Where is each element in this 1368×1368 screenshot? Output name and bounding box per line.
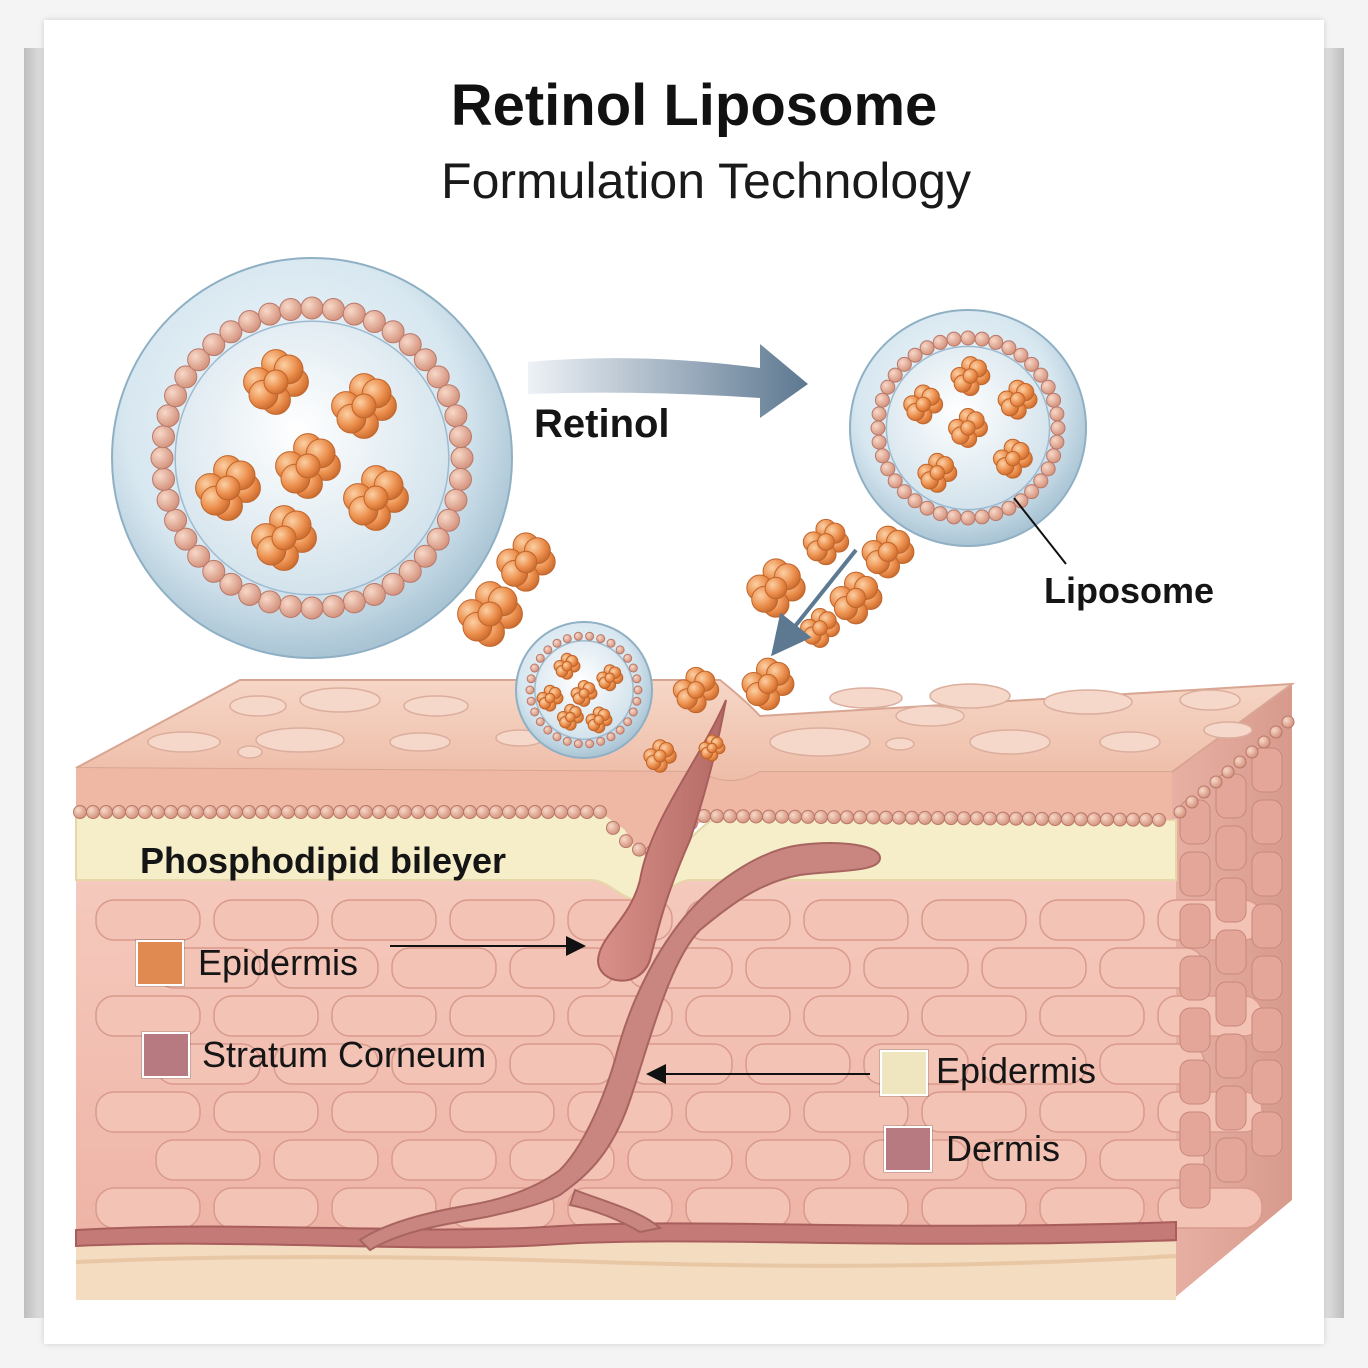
retinol-cluster [917, 452, 958, 493]
retinol-cluster [672, 666, 720, 714]
skin-block [73, 679, 1296, 1300]
liposome-label: Liposome [1044, 570, 1215, 611]
retinol-cluster [746, 558, 806, 618]
liposome-right [849, 309, 1087, 547]
retinol-cluster [992, 438, 1033, 479]
retinol-cluster [570, 679, 598, 707]
retinol-cluster [195, 455, 261, 521]
liposome-leader-line [1013, 497, 1067, 565]
blood-vessel-branch [358, 842, 882, 1252]
legend-swatch-dermis [884, 1126, 932, 1172]
liposome-small [515, 621, 653, 759]
legend-label-epidermis: Epidermis [198, 942, 359, 983]
retinol-cluster [457, 581, 523, 647]
page-shadow-left [24, 48, 46, 1318]
legend-swatch-stratum-corneum [142, 1032, 190, 1078]
retinol-cluster [496, 532, 556, 592]
liposome-large [111, 257, 513, 659]
blood-vessel [75, 1220, 1177, 1249]
retinol-cluster [997, 379, 1038, 420]
retinol-cluster [741, 657, 795, 711]
retinol-cluster [275, 433, 341, 499]
retinol-cluster [802, 518, 850, 566]
diagram-subtitle: Formulation Technology [441, 153, 971, 209]
retinol-cluster [948, 408, 988, 448]
bilayer-label: Phosphodipid bileyer [140, 840, 507, 881]
retinol-cluster [331, 373, 397, 439]
retinol-cluster [556, 703, 584, 731]
retinol-cluster [596, 664, 624, 692]
hypodermis-layer [76, 1242, 1176, 1300]
retinol-cluster [343, 465, 409, 531]
retinol-cluster [950, 356, 991, 397]
legend-label-stratum-corneum: Stratum Corneum [202, 1034, 487, 1075]
legend-label-epidermis-right: Epidermis [936, 1050, 1097, 1091]
retinol-cluster [585, 706, 613, 734]
page-shadow-right [1322, 48, 1344, 1318]
retinol-cluster [861, 525, 915, 579]
diagram-title: Retinol Liposome [450, 73, 938, 138]
retinol-direction-arrow [528, 344, 808, 418]
surface-pores [147, 683, 1253, 759]
penetration-arrow [771, 548, 858, 657]
legend-label-dermis: Dermis [946, 1128, 1060, 1169]
legend-swatch-epidermis-right [880, 1050, 928, 1096]
retinol-cluster [251, 505, 317, 571]
legend-swatch-epidermis [136, 940, 184, 986]
retinol-clusters [457, 518, 915, 773]
retinol-cluster [829, 571, 883, 625]
skin-surface-front [76, 768, 1172, 862]
retinol-cluster [903, 384, 944, 425]
retinol-cluster [643, 739, 677, 773]
retinol-cluster [243, 349, 309, 415]
retinol-cluster [553, 652, 581, 680]
hair-follicle [596, 699, 727, 982]
retinol-label: Retinol [534, 402, 670, 446]
retinol-cluster [536, 684, 564, 712]
retinol-cluster [698, 734, 726, 762]
